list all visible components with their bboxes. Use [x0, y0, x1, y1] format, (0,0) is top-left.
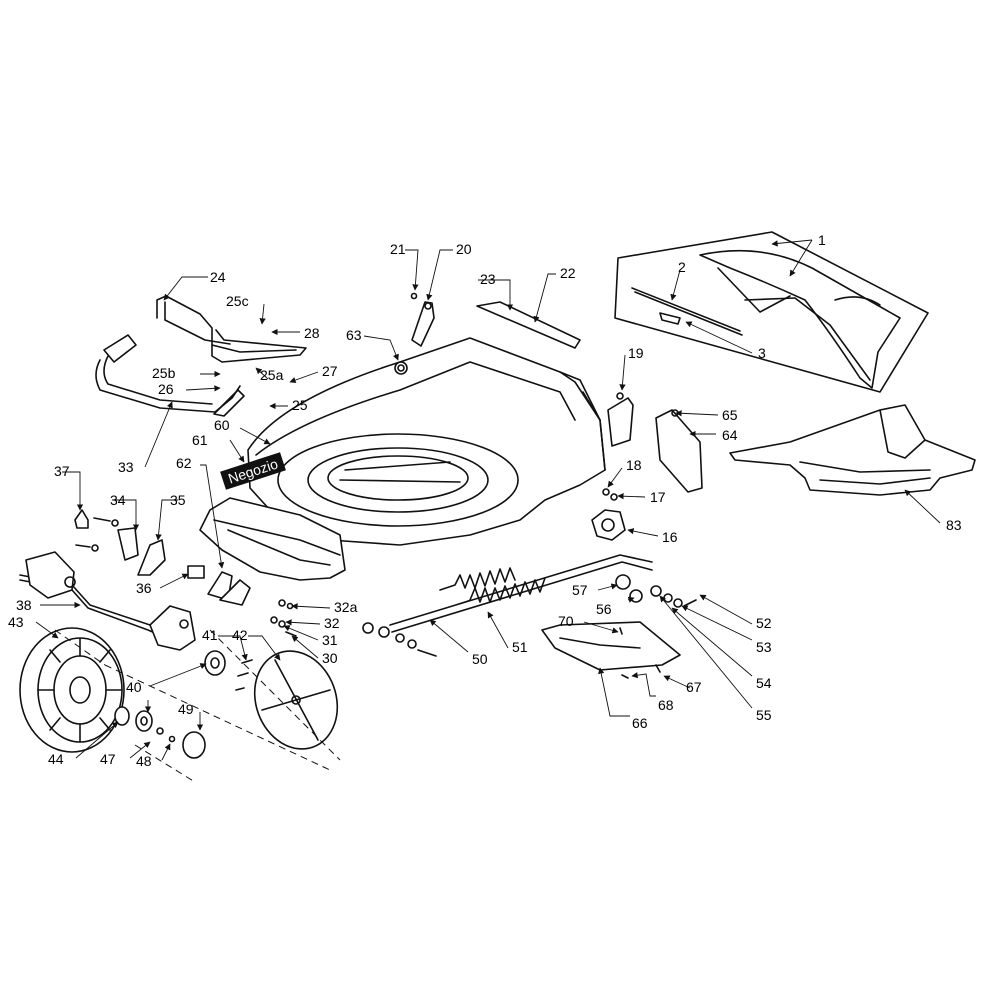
callout-55: 55 — [756, 707, 772, 723]
callout-21: 21 — [390, 241, 406, 257]
callout-64: 64 — [722, 427, 738, 443]
callout-47: 47 — [100, 751, 116, 767]
callout-38: 38 — [16, 597, 32, 613]
bracket-20 — [410, 292, 435, 347]
handle-33 — [95, 334, 245, 417]
small-parts-37-34-35 — [74, 509, 166, 576]
callout-70: 70 — [558, 613, 574, 629]
callout-56: 56 — [596, 601, 612, 617]
callout-61: 61 — [192, 432, 208, 448]
callout-labels: 1 2 3 16 17 18 19 20 21 22 23 24 25c 28 … — [8, 232, 962, 769]
callout-32a: 32a — [334, 599, 358, 615]
bar-22 — [476, 301, 581, 349]
callout-41: 41 — [202, 627, 218, 643]
callout-23: 23 — [480, 271, 496, 287]
callout-52: 52 — [756, 615, 772, 631]
callout-19: 19 — [628, 345, 644, 361]
callout-66: 66 — [632, 715, 648, 731]
bracket-36 — [187, 565, 251, 606]
small-parts-30-32a — [270, 599, 297, 637]
callout-43: 43 — [8, 614, 24, 630]
callout-60: 60 — [214, 417, 230, 433]
callout-62: 62 — [176, 455, 192, 471]
leader-lines — [35, 239, 941, 761]
callout-22: 22 — [560, 265, 576, 281]
callout-33: 33 — [118, 459, 134, 475]
callout-27: 27 — [322, 363, 338, 379]
callout-40: 40 — [126, 679, 142, 695]
bearing-40 — [204, 650, 226, 676]
rod-50 — [362, 554, 653, 657]
plate-66 — [541, 621, 681, 679]
callout-17: 17 — [650, 489, 666, 505]
callout-34: 34 — [110, 492, 126, 508]
callout-1: 1 — [818, 232, 826, 248]
callout-24: 24 — [210, 269, 226, 285]
callout-49: 49 — [178, 701, 194, 717]
callout-25: 25 — [292, 397, 308, 413]
mower-deck-60 — [247, 337, 606, 546]
kit-inset — [614, 231, 929, 393]
callout-30: 30 — [322, 650, 338, 666]
callout-2: 2 — [678, 259, 686, 275]
callout-28: 28 — [304, 325, 320, 341]
callout-31: 31 — [322, 632, 338, 648]
callout-20: 20 — [456, 241, 472, 257]
callout-37: 37 — [54, 463, 70, 479]
wheel-assembly-outline — [54, 629, 341, 783]
grass-catcher-83 — [729, 404, 976, 496]
callout-25a: 25a — [260, 367, 284, 383]
callout-25b: 25b — [152, 365, 176, 381]
axle-38 — [19, 551, 196, 651]
callout-18: 18 — [626, 457, 642, 473]
callout-83: 83 — [946, 517, 962, 533]
callout-68: 68 — [658, 697, 674, 713]
small-parts-17-18 — [602, 488, 618, 501]
bracket-19 — [607, 392, 634, 447]
callout-54: 54 — [756, 675, 772, 691]
callout-51: 51 — [512, 639, 528, 655]
plate-64 — [655, 409, 703, 493]
callout-36: 36 — [136, 580, 152, 596]
callout-44: 44 — [48, 751, 64, 767]
callout-48: 48 — [136, 753, 152, 769]
hub-parts-44-47-48-49 — [114, 706, 206, 759]
callout-63: 63 — [346, 327, 362, 343]
callout-26: 26 — [158, 381, 174, 397]
callout-50: 50 — [472, 651, 488, 667]
callout-53: 53 — [756, 639, 772, 655]
callout-3: 3 — [758, 345, 766, 361]
callout-67: 67 — [686, 679, 702, 695]
ring-63 — [394, 361, 408, 375]
callout-25c: 25c — [226, 293, 249, 309]
callout-32: 32 — [324, 615, 340, 631]
screws-41 — [235, 659, 253, 691]
callout-65: 65 — [722, 407, 738, 423]
callout-57: 57 — [572, 582, 588, 598]
disc-42 — [253, 650, 339, 750]
plate-16 — [591, 509, 626, 541]
parts-52-57 — [615, 574, 697, 608]
handle-bar-24 — [156, 295, 307, 363]
callout-16: 16 — [662, 529, 678, 545]
spring-51 — [439, 567, 546, 606]
callout-35: 35 — [170, 492, 186, 508]
front-cover — [199, 497, 346, 581]
callout-42: 42 — [232, 627, 248, 643]
wheel-43 — [19, 627, 125, 753]
